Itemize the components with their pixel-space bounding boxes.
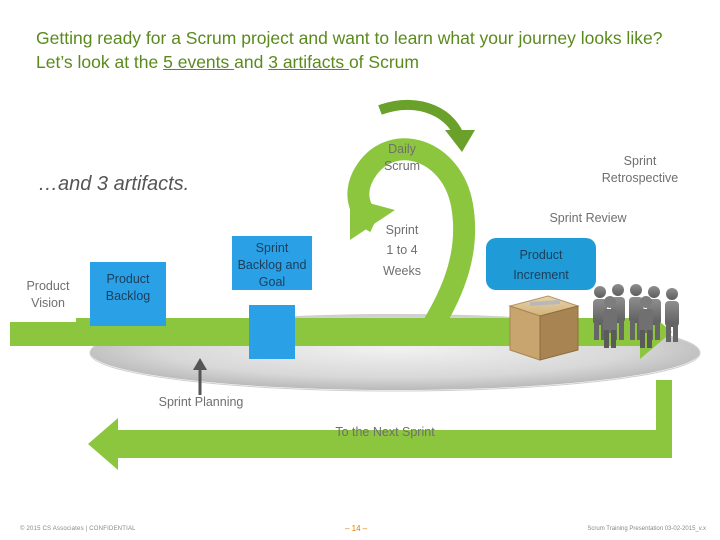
title-part-2: and: [234, 52, 269, 72]
page-number: – 14 –: [345, 524, 368, 533]
sprint-duration-label-2: 1 to 4: [386, 243, 418, 257]
daily-scrum-loop: [347, 138, 476, 336]
sprint-backlog-box: [249, 305, 295, 359]
title-part-3: of Scrum: [348, 52, 419, 72]
sprint-review-label: Sprint Review: [549, 211, 627, 225]
sprint-backlog-goal-box: Sprint Backlog and Goal: [232, 236, 312, 290]
daily-scrum-top-arrowhead: [445, 130, 475, 152]
product-vision-box: Product Vision: [10, 262, 76, 322]
next-sprint-label: To the Next Sprint: [335, 425, 435, 439]
product-increment-label-2: Increment: [513, 268, 569, 282]
product-increment-box: Product Increment: [486, 238, 596, 290]
product-increment-crate: [508, 295, 580, 361]
product-backlog-box: Product Backlog: [90, 262, 166, 326]
sprint-backlog-label: Sprint Backlog and Goal: [237, 241, 307, 289]
footer-presentation-id: Scrum Training Presentation 03-02-2015_v…: [587, 526, 706, 532]
product-increment-label-1: Product: [519, 248, 563, 262]
sprint-retrospective-label: Sprint Retrospective: [601, 154, 679, 185]
title-part-1: Getting ready for a Scrum project and wa…: [36, 28, 663, 72]
main-flow-arrow: [10, 305, 672, 359]
sprint-duration-label-3: Weeks: [383, 264, 421, 278]
artifacts-heading: …and 3 artifacts.: [38, 173, 190, 195]
product-vision-label: Product Vision: [26, 279, 70, 310]
daily-scrum-loop-arrowhead: [350, 198, 395, 240]
product-backlog-label: Product Backlog: [105, 272, 151, 303]
sprint-duration-label-1: Sprint: [385, 223, 419, 237]
daily-scrum-label: Daily Scrum: [383, 142, 421, 173]
footer-confidential: © 2015 CS Associates | CONFIDENTIAL: [20, 526, 136, 532]
stakeholders-group: [593, 284, 679, 348]
title-events-link: 5 events: [163, 52, 235, 72]
next-sprint-return-arrow: [88, 380, 672, 470]
page-title: Getting ready for a Scrum project and wa…: [36, 26, 696, 74]
title-artifacts-link: 3 artifacts: [268, 52, 349, 72]
sprint-planning-label: Sprint Planning: [158, 395, 244, 409]
